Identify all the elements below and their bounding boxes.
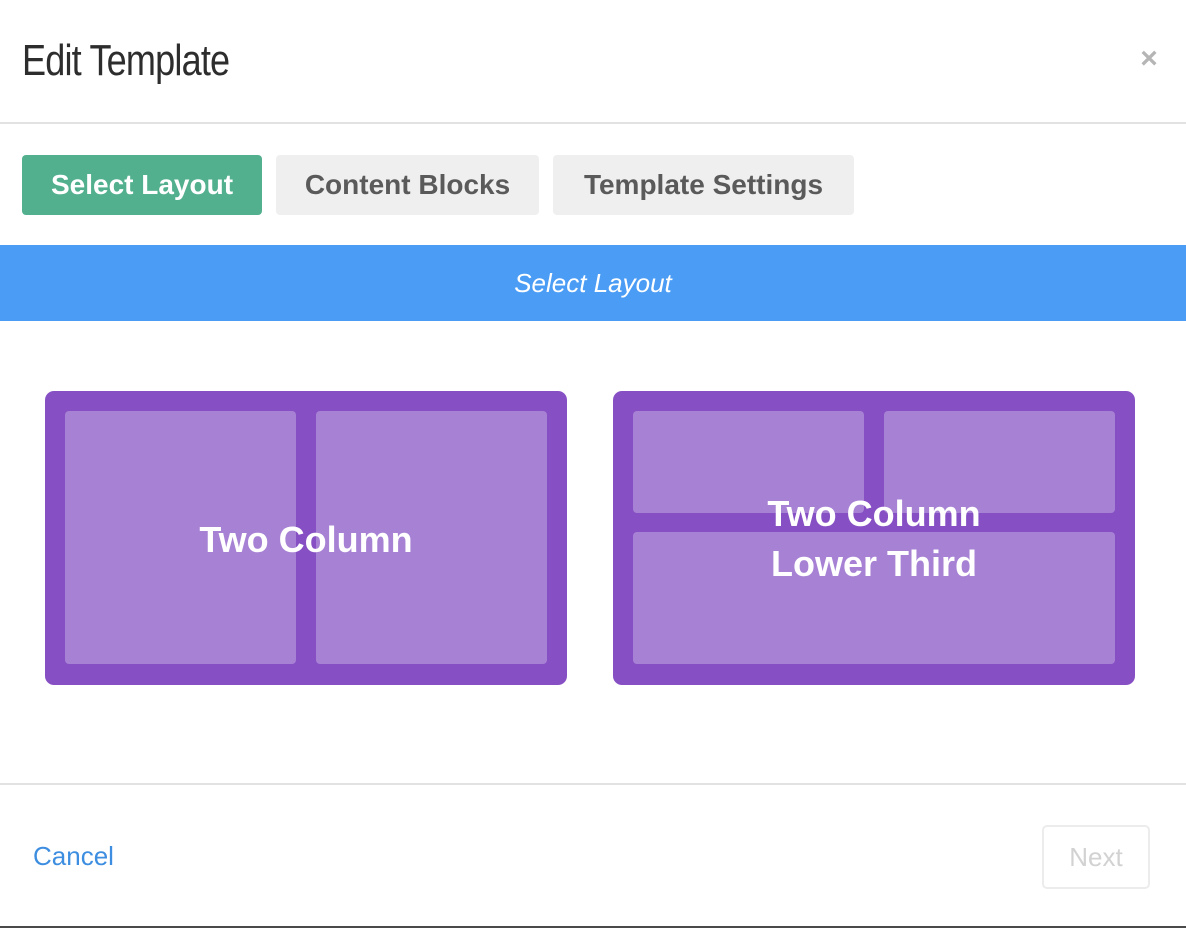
layout-label-line-2: Lower Third (771, 543, 977, 584)
section-heading: Select Layout (0, 245, 1186, 321)
tab-select-layout[interactable]: Select Layout (22, 155, 262, 215)
layout-pane-top-left (633, 411, 864, 513)
layout-pane-left (65, 411, 296, 664)
layout-label-line-1: Two Column (767, 493, 981, 534)
layout-label: Two Column Lower Third (613, 489, 1135, 589)
dialog-header: Edit Template × (0, 0, 1186, 124)
tab-content-blocks[interactable]: Content Blocks (276, 155, 539, 215)
layout-option-two-column-lower-third[interactable]: Two Column Lower Third (613, 391, 1135, 685)
close-icon[interactable]: × (1140, 42, 1158, 75)
layout-pane-top-right (884, 411, 1115, 513)
next-button[interactable]: Next (1042, 825, 1150, 889)
dialog-title: Edit Template (22, 36, 230, 85)
layout-option-two-column[interactable]: Two Column (45, 391, 567, 685)
layout-label: Two Column (199, 519, 413, 560)
layout-pane-right (316, 411, 547, 664)
cancel-link[interactable]: Cancel (33, 841, 114, 871)
tab-template-settings[interactable]: Template Settings (553, 155, 854, 215)
layout-pane-bottom (633, 532, 1115, 664)
dialog-footer: Cancel Next (0, 783, 1186, 926)
